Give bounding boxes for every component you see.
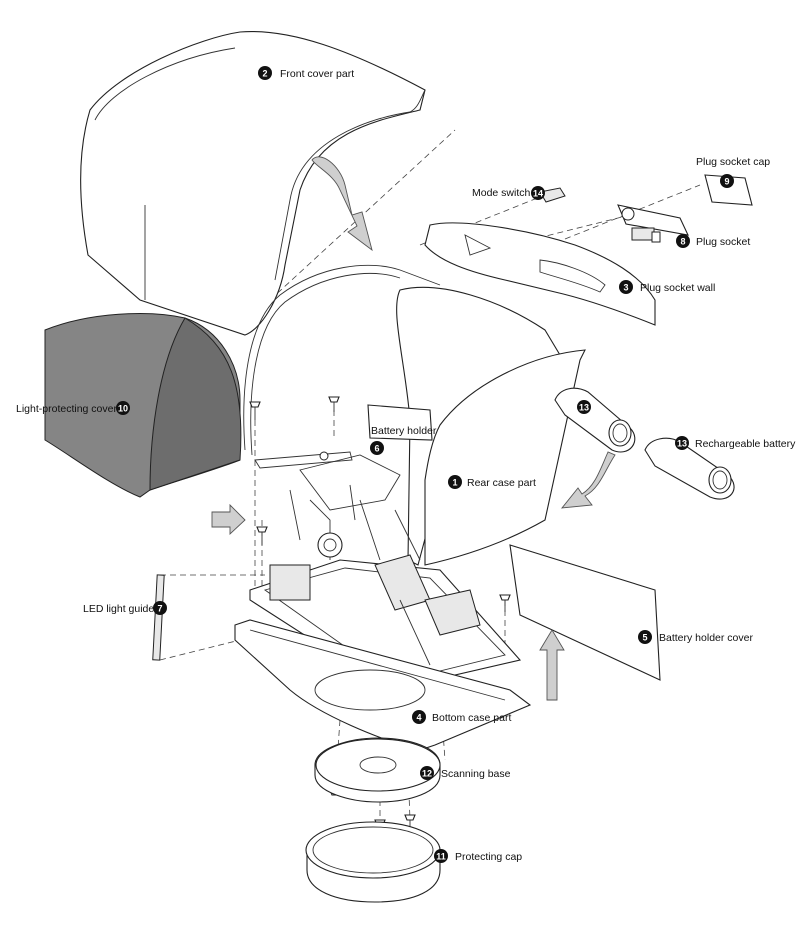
scanning-base-part: [314, 737, 441, 803]
protecting-cap-part: [305, 821, 441, 903]
callout-label: Mode switch: [472, 187, 531, 199]
callout-number: 10: [118, 404, 128, 414]
callout-number: 9: [724, 177, 729, 187]
callout-number: 6: [374, 444, 379, 454]
callout-mode-switch: Mode switch 14: [472, 186, 545, 200]
mode-switch-part: [539, 187, 566, 203]
callout-label: Plug socket wall: [640, 282, 715, 294]
callout-plug-socket-cap: Plug socket cap 9: [696, 156, 770, 188]
callout-bottom-case: 4 Bottom case part: [412, 710, 511, 724]
callout-label: Scanning base: [441, 768, 511, 780]
callout-label: Plug socket cap: [696, 156, 770, 168]
callout-plug-socket: 8 Plug socket: [676, 234, 750, 248]
callout-label: Protecting cap: [455, 851, 522, 863]
callout-label: Rear case part: [467, 477, 536, 489]
callout-light-protecting-cover: Light-protecting cover 10: [16, 401, 130, 415]
callout-label: Rechargeable battery: [695, 438, 796, 450]
battery-holder-part: [254, 404, 433, 469]
rear-case-part: [243, 264, 661, 681]
callout-battery-holder-cover: 5 Battery holder cover: [638, 630, 753, 644]
callout-rear-case: 1 Rear case part: [448, 475, 536, 489]
callout-label: Bottom case part: [432, 712, 511, 724]
callout-label: Front cover part: [280, 68, 354, 80]
callout-number: 1: [452, 478, 457, 488]
rechargeable-batteries: [554, 387, 735, 509]
callout-label: Light-protecting cover: [16, 403, 117, 415]
callout-plug-socket-wall: 3 Plug socket wall: [619, 280, 715, 294]
callout-number: 12: [422, 769, 432, 779]
callout-label: LED light guide: [83, 603, 154, 615]
callout-rechargeable-battery: 13 Rechargeable battery: [675, 436, 796, 450]
callout-number: 13: [677, 439, 687, 449]
callout-number: 8: [680, 237, 685, 247]
callout-label: Battery holder cover: [659, 632, 753, 644]
callout-battery-holder: Battery holder 6: [370, 425, 437, 455]
callout-label: Plug socket: [696, 236, 750, 248]
callout-led-light-guide: LED light guide 7: [83, 601, 167, 615]
front-cover-part: [80, 30, 426, 336]
callout-number: 7: [157, 604, 162, 614]
callout-number: 11: [436, 852, 446, 862]
callout-front-cover: 2 Front cover part: [258, 66, 354, 80]
bottom-case-part: [234, 619, 532, 751]
led-light-guide-part: [152, 574, 165, 661]
callout-label: Battery holder: [371, 425, 437, 437]
assembly-arrows: [211, 503, 565, 701]
light-protecting-cover: [44, 313, 242, 498]
callout-protecting-cap: 11 Protecting cap: [434, 849, 522, 863]
callout-number: 3: [623, 283, 628, 293]
plug-socket-wall: [424, 222, 656, 326]
callout-battery-upper: 13: [577, 400, 591, 414]
callout-scanning-base: 12 Scanning base: [420, 766, 511, 780]
callout-number: 2: [262, 69, 267, 79]
callout-number: 5: [642, 633, 647, 643]
internal-electronics: [249, 454, 522, 691]
plug-socket-part: [617, 204, 689, 243]
callout-number: 13: [579, 403, 589, 413]
callout-number: 14: [533, 189, 543, 199]
callout-number: 4: [416, 713, 421, 723]
